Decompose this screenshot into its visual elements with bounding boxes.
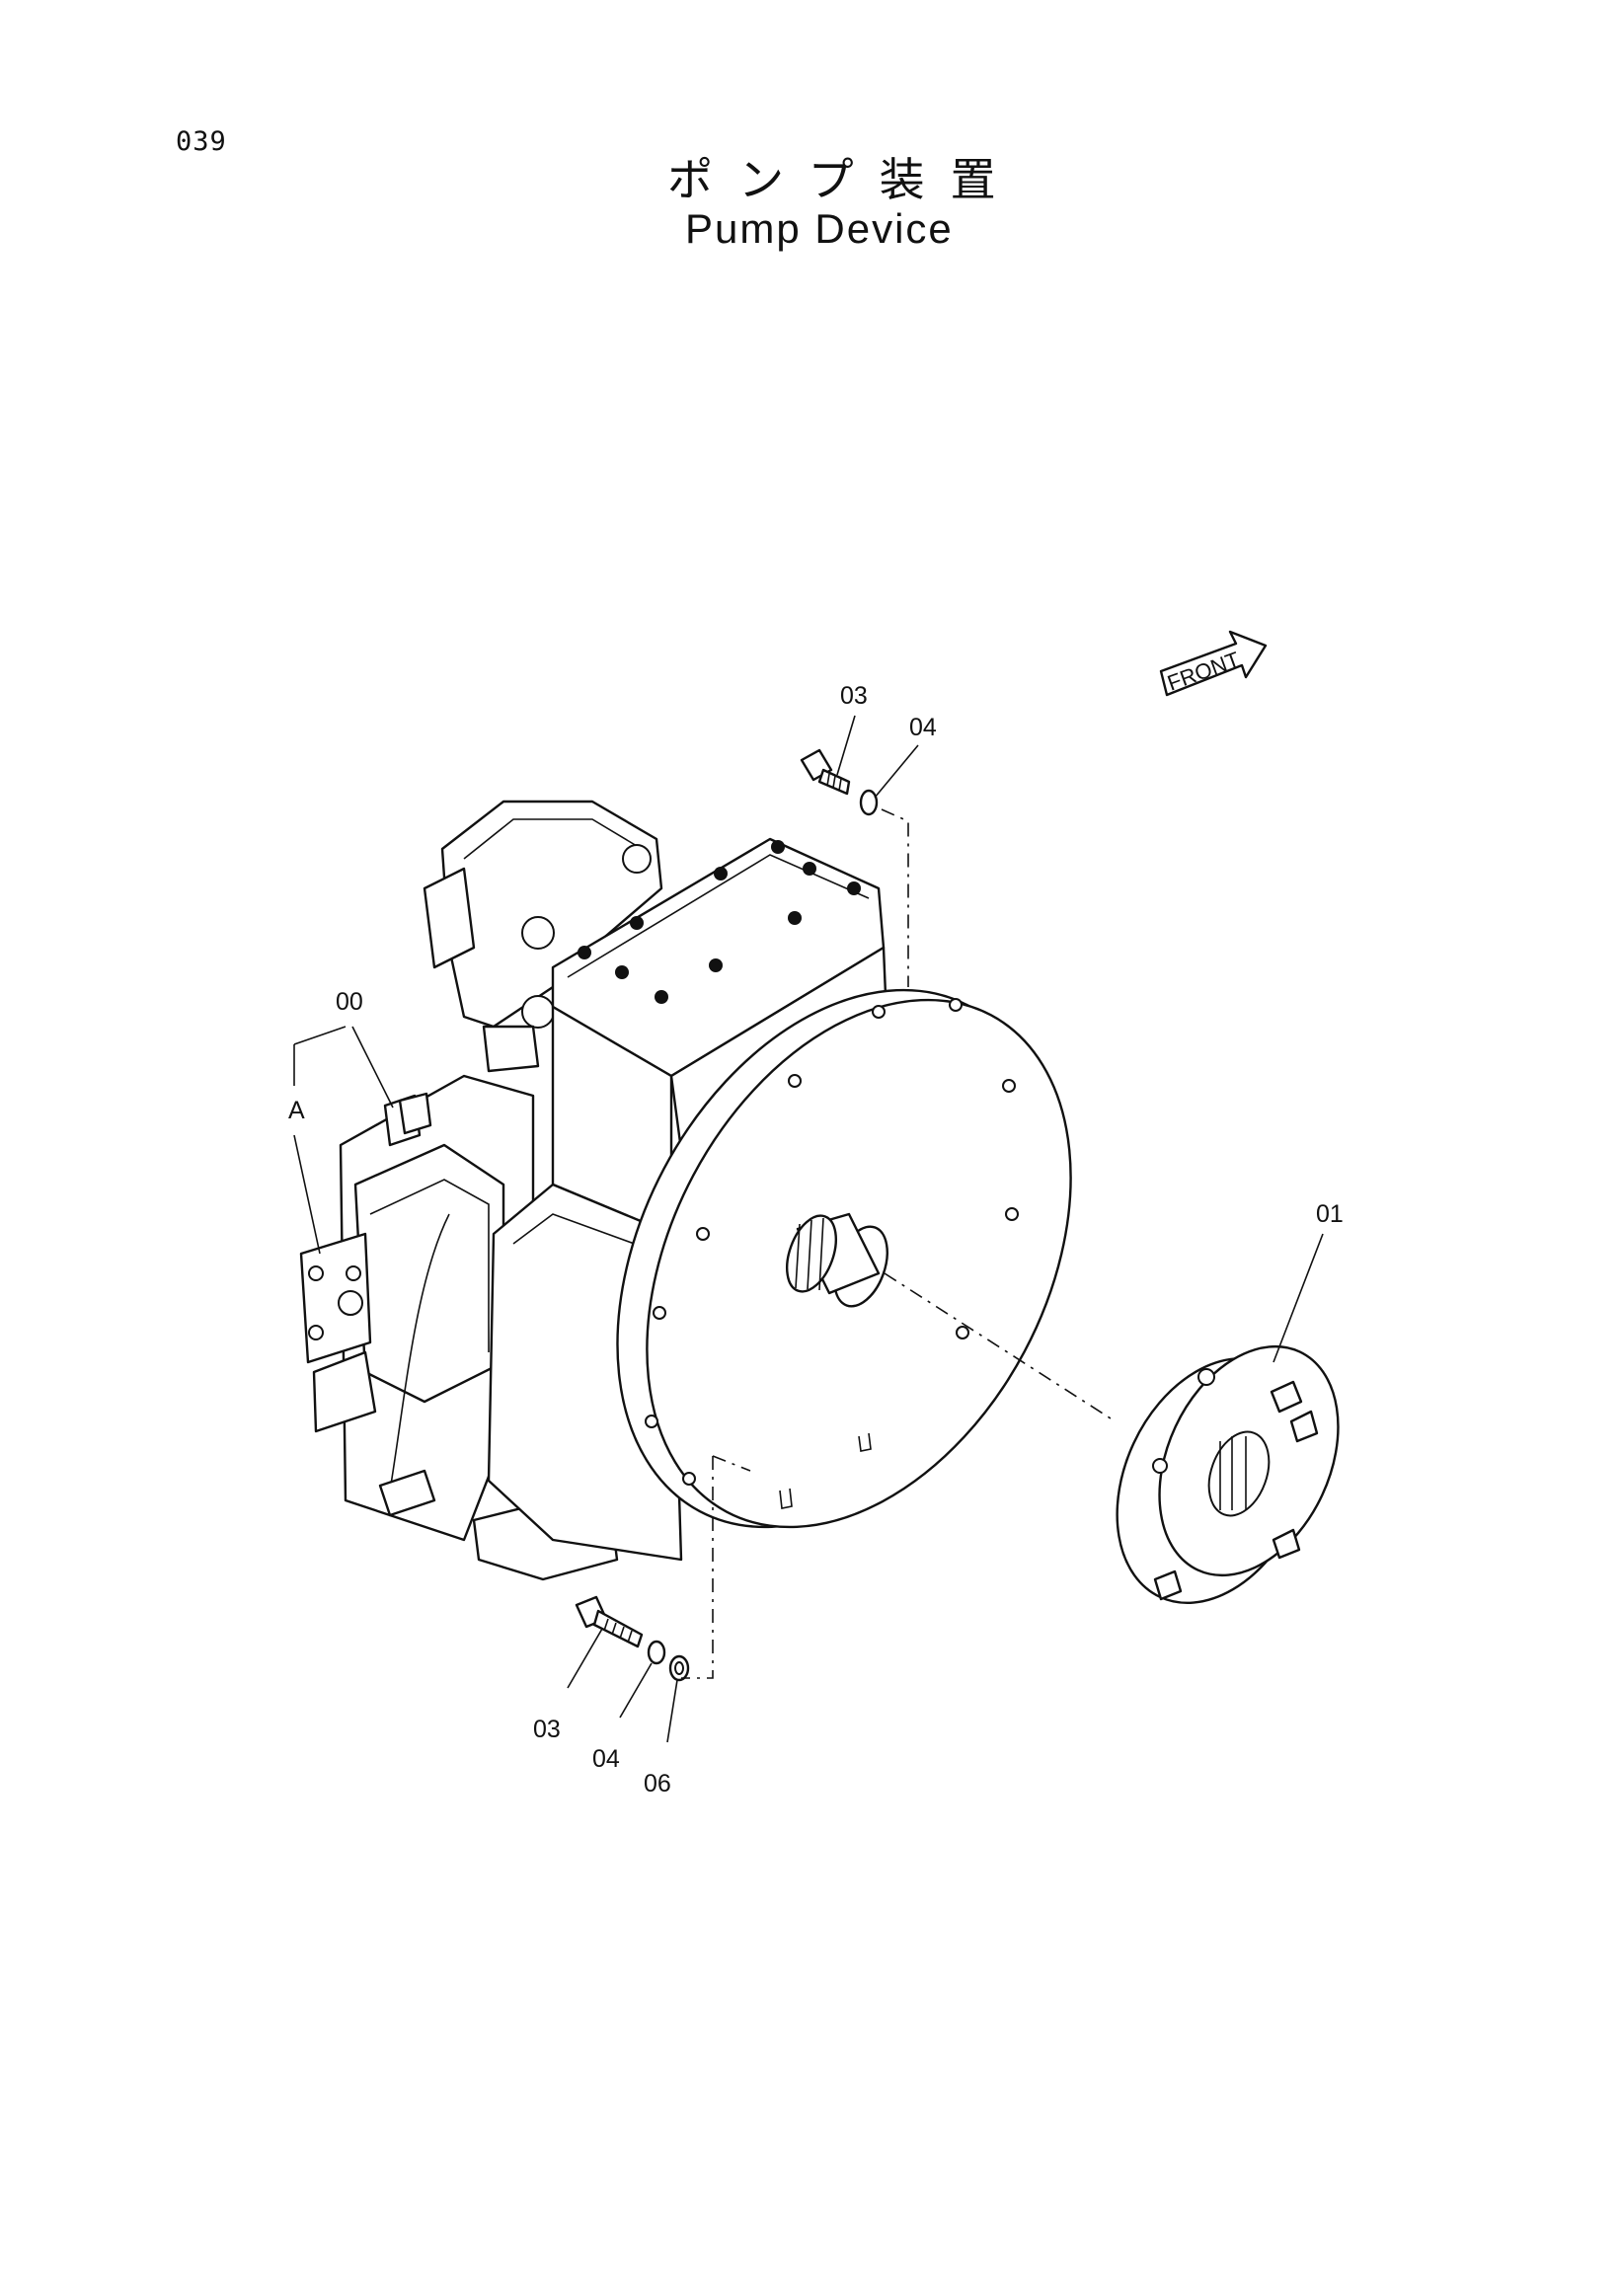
- callout-03-top: 03: [840, 682, 868, 710]
- callout-01: 01: [1316, 1200, 1344, 1228]
- leader-lines: [293, 715, 1324, 1743]
- bolt-top: [800, 748, 851, 796]
- title-english: Pump Device: [685, 205, 954, 252]
- washer-bottom-06: [668, 1654, 690, 1682]
- callout-04-bottom: 04: [592, 1745, 620, 1773]
- title-japanese: ポンプ装置: [667, 153, 1022, 206]
- washer-top: [859, 789, 879, 816]
- washer-bottom-04: [647, 1640, 666, 1665]
- callout-A: A: [288, 1097, 305, 1124]
- alignment-lines: [681, 808, 1112, 1679]
- front-label: FRONT: [1164, 647, 1243, 695]
- page-number: 039: [176, 126, 227, 157]
- callout-06-bottom: 06: [644, 1770, 671, 1798]
- left-pump-body: [299, 1074, 619, 1581]
- callout-03-bottom: 03: [533, 1716, 561, 1743]
- gear-pump: [423, 800, 663, 1073]
- coupling: [1116, 1344, 1340, 1605]
- callout-00: 00: [336, 988, 363, 1016]
- bolt-bottom: [575, 1595, 644, 1648]
- flange-plate: [616, 988, 1072, 1529]
- callout-04-top: 04: [909, 714, 937, 741]
- front-arrow: FRONT: [1159, 630, 1268, 697]
